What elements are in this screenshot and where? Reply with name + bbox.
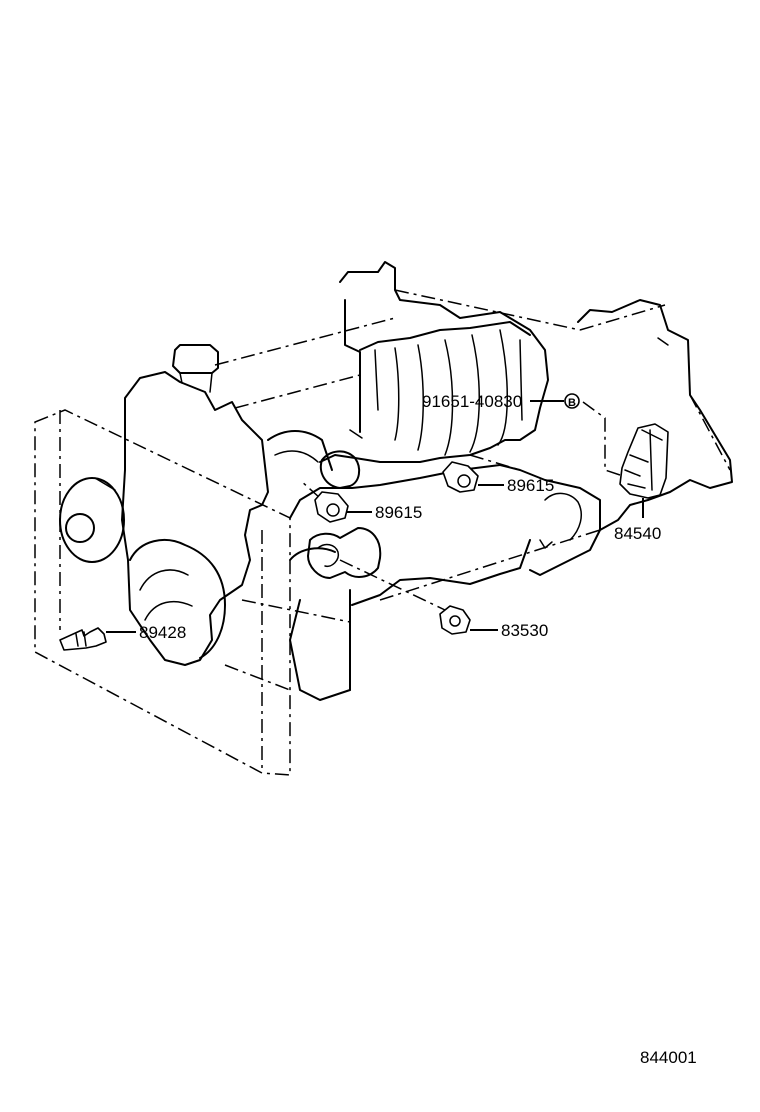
part-number-89428: 89428 xyxy=(139,623,186,642)
oil-pressure-switch-drawing xyxy=(439,605,471,635)
part-number-84540: 84540 xyxy=(614,524,661,543)
cam-position-sensor-drawing xyxy=(619,423,669,499)
knock-sensor-lower-drawing xyxy=(314,491,349,523)
coolant-temp-sensor-drawing xyxy=(59,627,107,651)
leader-lines xyxy=(106,400,644,633)
bolt-marker-letter: B xyxy=(568,397,576,409)
knock-sensor-upper-drawing xyxy=(442,461,479,493)
part-number-89615-lower: 89615 xyxy=(375,503,422,522)
part-number-83530: 83530 xyxy=(501,621,548,640)
diagram-code: 844001 xyxy=(640,1048,697,1067)
part-number-89615-upper: 89615 xyxy=(507,476,554,495)
engine-outline xyxy=(34,261,733,776)
part-number-91651-40830: 91651-40830 xyxy=(422,392,522,411)
bolt-marker: B xyxy=(564,393,580,409)
